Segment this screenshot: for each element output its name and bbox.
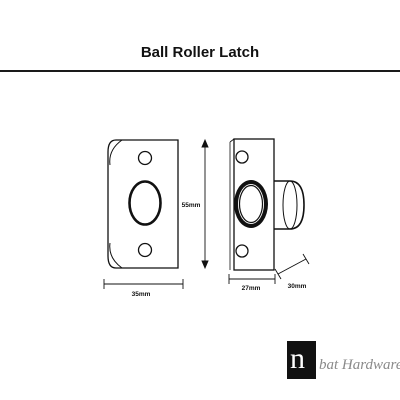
title-divider	[0, 70, 400, 72]
height-dimension-label: 55mm	[182, 202, 201, 209]
height-arrow-top	[201, 138, 209, 148]
latch-bottom-screw-hole	[235, 244, 249, 258]
brand-logo-icon: n	[287, 341, 316, 379]
latch-top-screw-hole	[235, 150, 249, 164]
depth-tick-start	[274, 268, 282, 280]
depth-tick-end	[302, 253, 310, 265]
page-title: Ball Roller Latch	[140, 44, 260, 61]
strike-plate-lip	[109, 139, 123, 269]
latch-plate-outline	[233, 138, 275, 271]
strike-plate-outline	[107, 139, 179, 269]
plate-width-dimension-label: 35mm	[132, 291, 151, 298]
latch-plate-edge-top	[229, 138, 235, 143]
strike-ball-opening	[128, 180, 162, 226]
latch-roller-ball-core	[238, 184, 264, 224]
latch-roller-ball-highlight	[238, 184, 264, 224]
strike-bottom-screw-hole	[137, 242, 153, 258]
depth-dimension-label: 30mm	[288, 283, 307, 290]
latch-width-dimension-label: 27mm	[242, 285, 261, 292]
latch-housing-cylinder	[274, 180, 305, 230]
brand-name: bat Hardware	[319, 357, 400, 373]
height-arrow-bottom	[201, 260, 209, 270]
strike-top-screw-hole	[137, 150, 153, 166]
latch-housing-end	[282, 180, 298, 230]
depth-dimension-line	[277, 258, 307, 275]
brand-logo-mark: n	[290, 342, 305, 375]
